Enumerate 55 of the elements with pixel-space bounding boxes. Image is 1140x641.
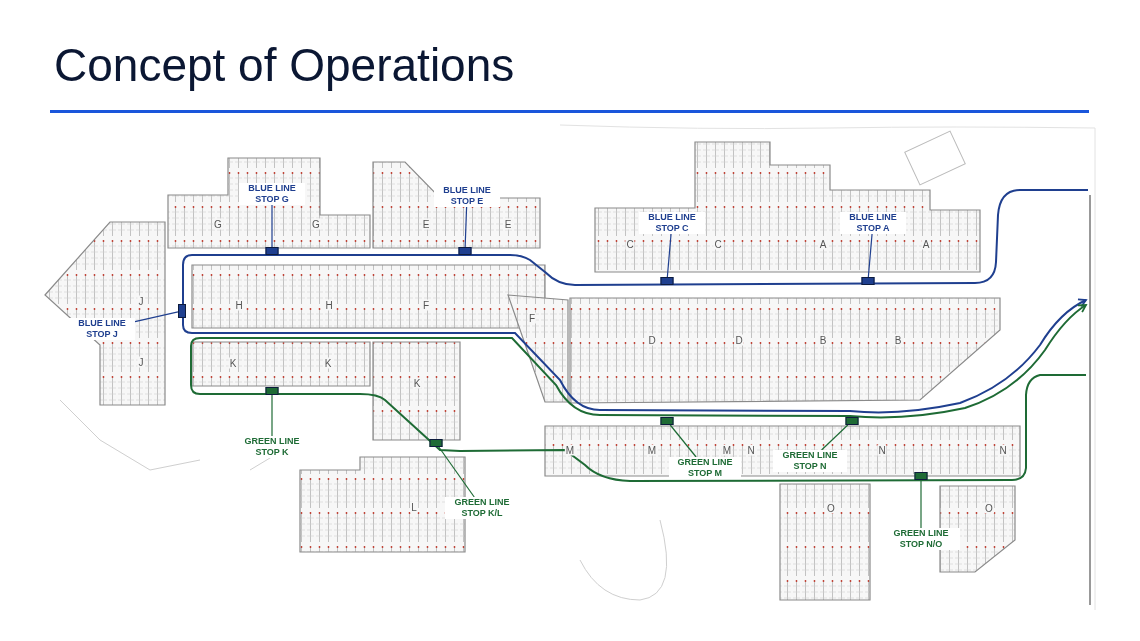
lot-letter: K xyxy=(412,377,422,389)
lot-letter: C xyxy=(625,238,635,250)
lot-letter: F xyxy=(421,299,431,311)
leader-line xyxy=(271,204,273,248)
leader-line xyxy=(666,233,672,278)
stop-marker xyxy=(265,387,279,395)
lot-letter: G xyxy=(213,218,223,230)
stop-label: BLUE LINE STOP C xyxy=(639,212,705,234)
lot-letter: N xyxy=(877,444,887,456)
stop-marker xyxy=(178,304,186,318)
lot-letter: H xyxy=(324,299,334,311)
lot-letter: N xyxy=(998,444,1008,456)
stop-marker xyxy=(845,417,859,425)
lot-letter: B xyxy=(818,334,828,346)
slide-title: Concept of Operations xyxy=(54,38,515,92)
stop-marker xyxy=(458,247,472,255)
stop-label: GREEN LINE STOP M xyxy=(669,457,741,479)
stop-label: GREEN LINE STOP N xyxy=(773,450,847,472)
lot-letter: K xyxy=(323,357,333,369)
lot-letter: M xyxy=(646,444,658,456)
leader-line xyxy=(134,311,179,323)
lot-letter: C xyxy=(713,238,723,250)
stop-marker xyxy=(265,247,279,255)
leader-line xyxy=(920,479,922,529)
lot-letter: D xyxy=(734,334,744,346)
lot-letter: A xyxy=(921,238,931,250)
stop-marker xyxy=(429,439,443,447)
lot-letter: A xyxy=(818,238,828,250)
stop-label: BLUE LINE STOP G xyxy=(239,183,305,205)
lot-letter: F xyxy=(527,312,537,324)
stop-marker xyxy=(861,277,875,285)
leader-line xyxy=(438,446,475,498)
lot-letter: J xyxy=(137,356,145,368)
stop-marker xyxy=(914,472,928,480)
lot-letter: E xyxy=(421,218,431,230)
leader-line xyxy=(271,394,273,437)
lot-letter: L xyxy=(410,501,418,513)
stop-marker xyxy=(660,417,674,425)
lot-letter: G xyxy=(311,218,321,230)
leader-line xyxy=(820,424,849,451)
lot-letter: O xyxy=(826,502,836,514)
lot-letter: E xyxy=(503,218,513,230)
stop-label: BLUE LINE STOP E xyxy=(434,185,500,207)
lot-letter: D xyxy=(647,334,657,346)
lot-letter: J xyxy=(137,295,145,307)
lot-letter: B xyxy=(893,334,903,346)
stop-marker xyxy=(660,277,674,285)
lot-letter: M xyxy=(564,444,576,456)
lot-letter: O xyxy=(984,502,994,514)
stop-label: BLUE LINE STOP J xyxy=(69,318,135,340)
lot-letter: K xyxy=(228,357,238,369)
lot-letter: N xyxy=(746,444,756,456)
lot-letter: H xyxy=(234,299,244,311)
leader-line xyxy=(669,424,697,458)
stop-label: BLUE LINE STOP A xyxy=(840,212,906,234)
